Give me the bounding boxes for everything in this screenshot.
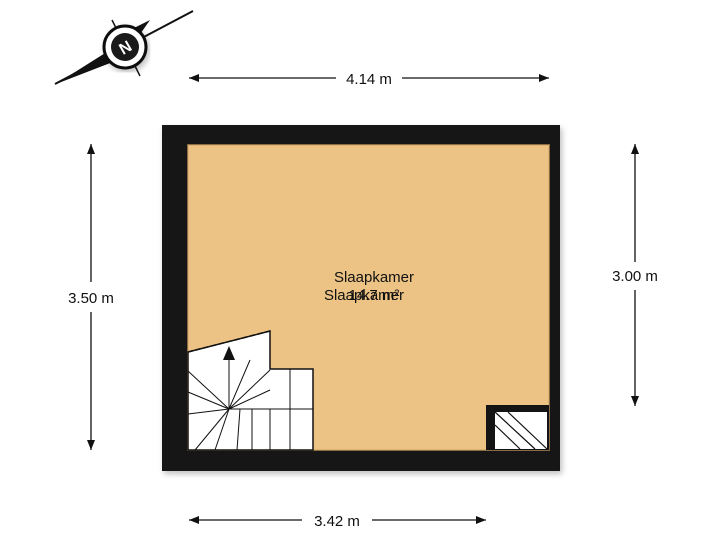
dimension-bottom: 3.42 m: [189, 513, 486, 530]
dimension-right: 3.00 m: [612, 144, 658, 406]
compass-rose-icon: N: [54, 10, 194, 85]
dimension-top-label: 4.14 m: [346, 71, 392, 88]
room-name-label: Slaapkamer: [334, 269, 414, 286]
shaft-box-icon: [486, 405, 549, 450]
dimension-bottom-label: 3.42 m: [314, 513, 360, 530]
room-name-overlap-label: Slaapkamer: [324, 287, 404, 304]
dimension-right-label: 3.00 m: [612, 268, 658, 285]
staircase-icon: [187, 330, 314, 451]
stair-direction-arrow-icon: [223, 346, 235, 360]
dimension-top: 4.14 m: [189, 71, 549, 88]
dimension-left: 3.50 m: [68, 144, 114, 450]
room-area-label: 14.7 m²: [349, 287, 400, 304]
dimension-left-label: 3.50 m: [68, 290, 114, 307]
